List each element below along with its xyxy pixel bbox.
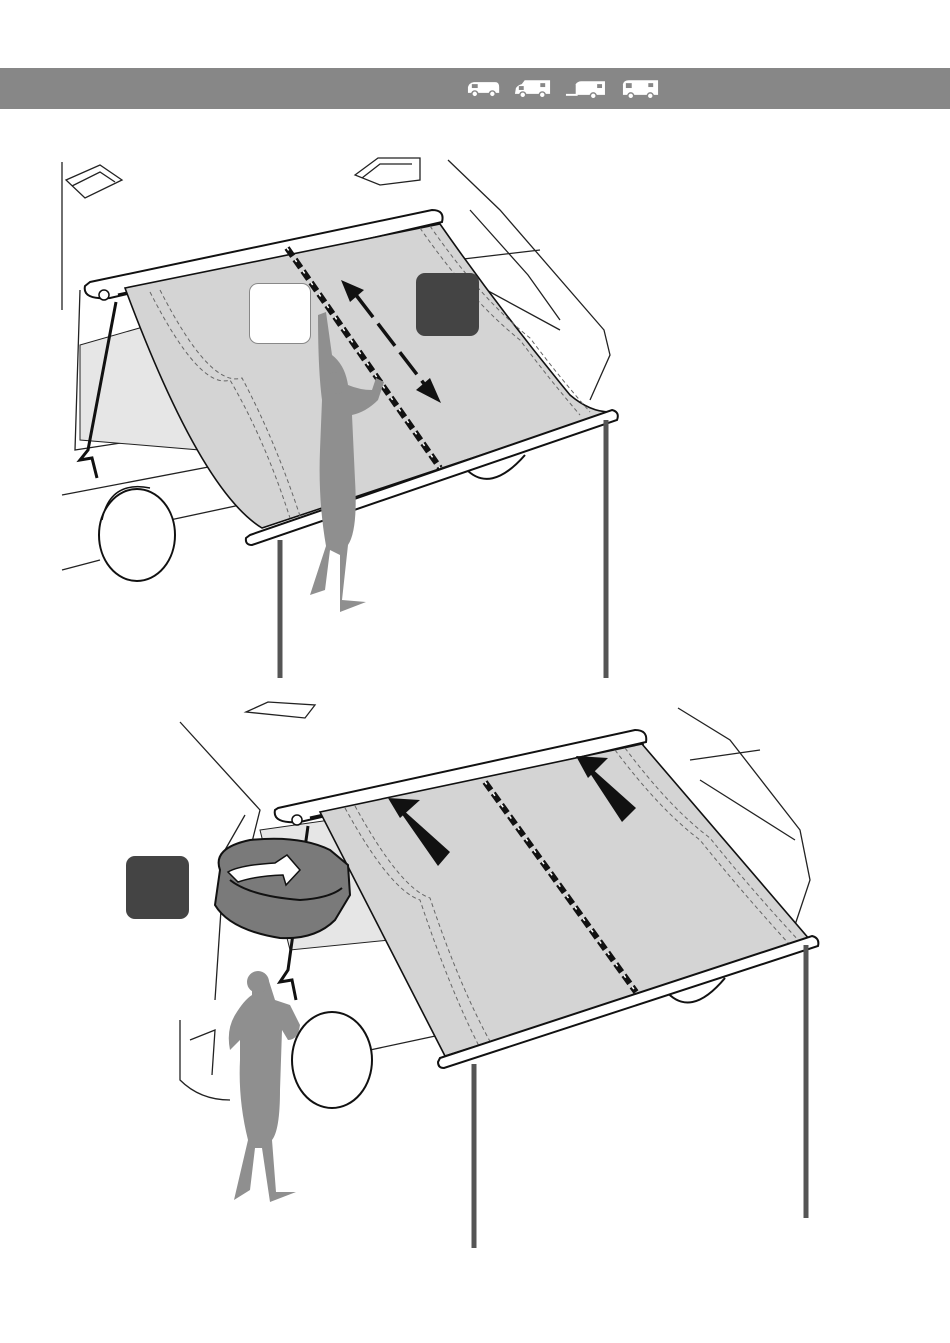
front-wheel — [99, 487, 175, 581]
white-step-marker — [249, 283, 311, 344]
front-wheel — [292, 1012, 372, 1108]
rotate-arrow-icon — [215, 839, 350, 938]
vehicle-type-icons — [466, 76, 660, 102]
dark-step-marker — [416, 273, 479, 336]
caravan-icon — [564, 78, 609, 100]
motorhome-icon — [513, 78, 552, 100]
person-head — [325, 372, 347, 394]
van-icon — [466, 79, 501, 99]
awning-roll-up-illustration — [0, 700, 950, 1260]
integrated-motorhome-icon — [621, 77, 660, 101]
person-head — [247, 971, 269, 993]
awning-unroll-illustration — [0, 150, 950, 690]
dark-step-marker — [126, 856, 189, 919]
person-icon — [229, 978, 300, 1202]
